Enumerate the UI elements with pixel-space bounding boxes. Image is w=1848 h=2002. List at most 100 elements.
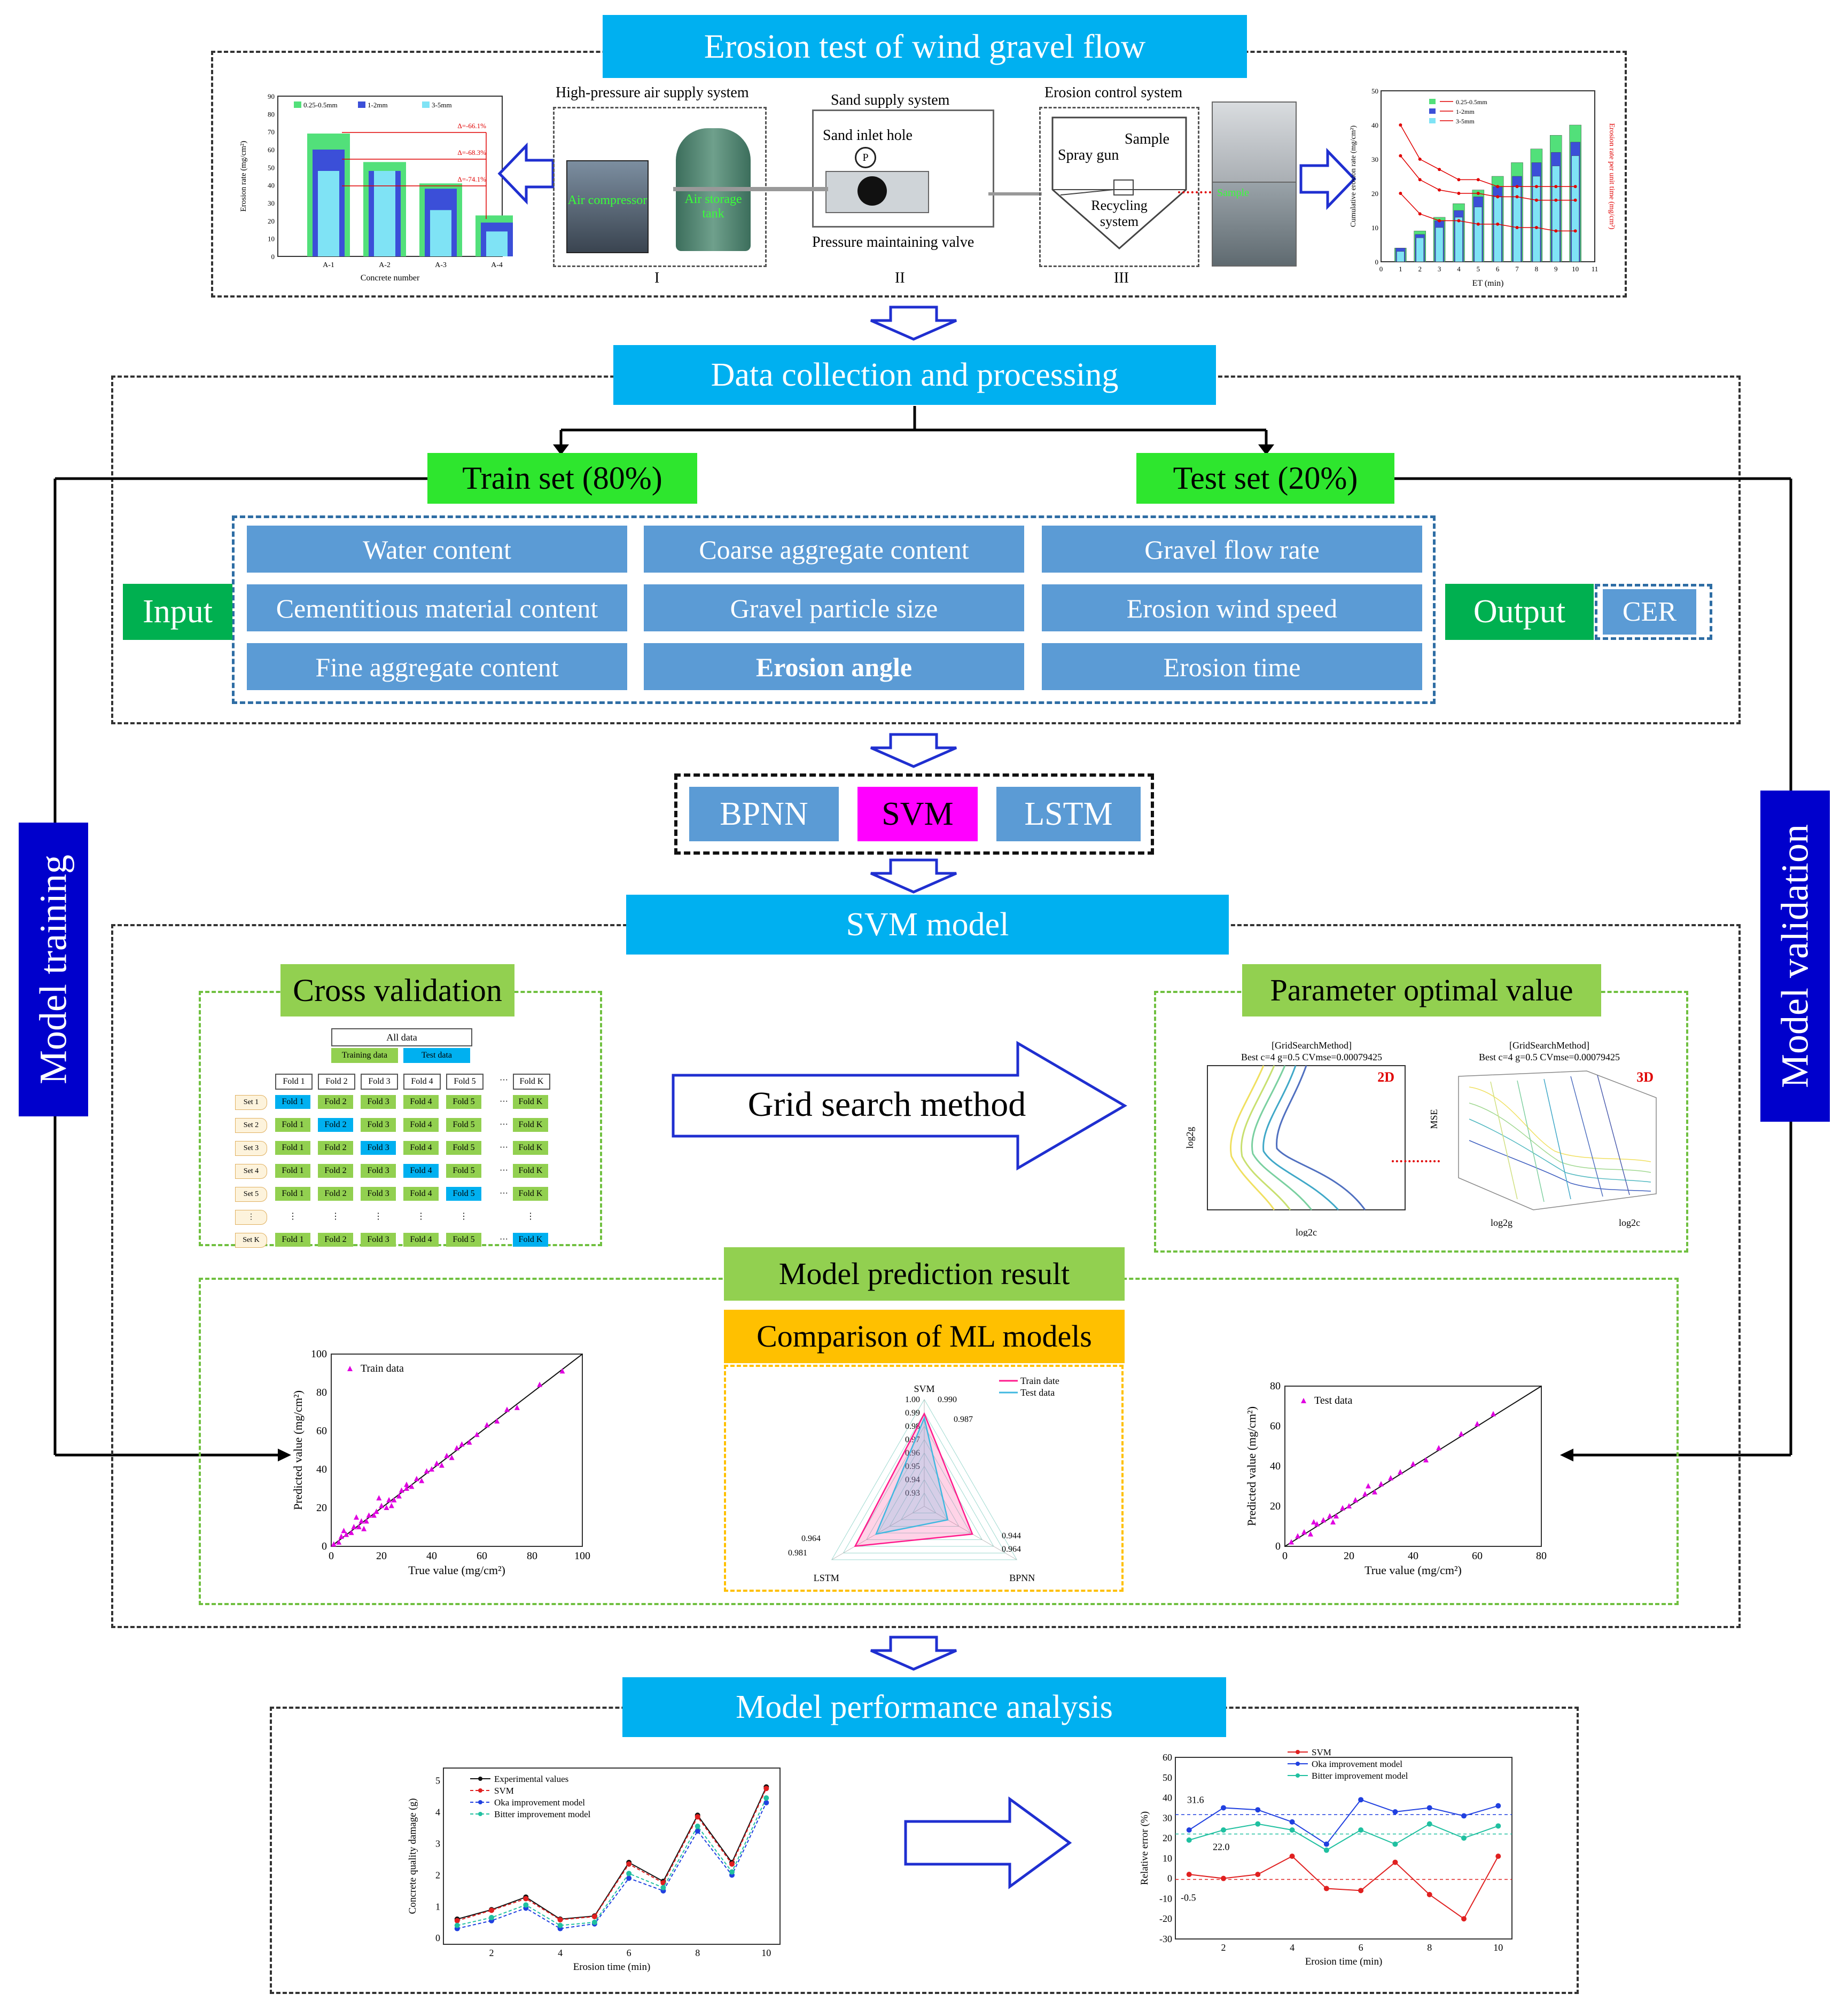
line-legend-marker	[478, 1777, 482, 1781]
fold-train-cell: Fold 3	[361, 1233, 396, 1247]
fold-train-cell: Fold 1	[275, 1164, 310, 1178]
fold-test-cell: Fold 1	[275, 1095, 310, 1109]
left-chart-bar	[374, 171, 395, 256]
line-legend-label: Oka improvement model	[494, 1797, 585, 1808]
scatter-point	[454, 1445, 459, 1451]
line-legend-marker	[1296, 1773, 1300, 1778]
radar-axis-label: LSTM	[814, 1573, 839, 1583]
air-supply-label: High-pressure air supply system	[556, 84, 749, 101]
radar-value-label: 0.944	[1002, 1531, 1021, 1540]
line-chart-ytick: 0	[1167, 1873, 1172, 1884]
scatter-point	[1308, 1531, 1313, 1537]
line-series-point	[1186, 1872, 1192, 1878]
comparison-frame	[724, 1365, 1124, 1592]
line-series-point	[1221, 1827, 1226, 1833]
line-chart-xtick: 4	[558, 1948, 563, 1958]
left-chart-delta: Δ=-68.3%	[457, 148, 486, 157]
left-chart-category: A-4	[491, 261, 503, 269]
fold-train-cell: Fold 5	[446, 1164, 481, 1178]
scatter-point	[459, 1441, 465, 1447]
scatter-point	[1372, 1489, 1377, 1495]
scatter-xlabel: True value (mg/cm²)	[408, 1563, 505, 1577]
sample-label: Sample	[1125, 131, 1169, 147]
radar-rtick: 1.00	[905, 1395, 920, 1404]
scatter-point	[1327, 1513, 1332, 1519]
left-chart-delta: Δ=-74.1%	[457, 175, 486, 183]
scatter-xtick: 20	[1344, 1550, 1354, 1562]
right-chart-legend-swatch	[1429, 99, 1436, 104]
scatter-point	[1311, 1519, 1316, 1524]
left-chart-bar	[318, 171, 339, 256]
right-chart-point	[1496, 222, 1500, 226]
fold-header: Fold 4	[403, 1074, 441, 1090]
line-series-point	[695, 1824, 700, 1829]
fold-train-cell: Fold 3	[361, 1118, 396, 1132]
radar-grid	[843, 1412, 1006, 1553]
right-chart-point	[1515, 226, 1519, 229]
left-chart-category: A-3	[435, 261, 447, 269]
line-series-point	[523, 1896, 529, 1902]
line-series-point	[1461, 1813, 1467, 1819]
fold-train-cell: Fold 4	[403, 1233, 439, 1247]
scatter-axes	[331, 1354, 583, 1547]
left-chart-ytick: 70	[268, 128, 275, 136]
scatter-point	[358, 1518, 364, 1524]
fold-train-cell: Fold 5	[446, 1141, 481, 1155]
right-chart-xtick: 1	[1399, 265, 1402, 273]
line-series-point	[1426, 1805, 1432, 1811]
line-series-point	[489, 1914, 494, 1920]
fold-ellipsis: ⋮	[331, 1212, 340, 1221]
feature-water-content: Water content	[247, 526, 627, 573]
scatter-ylabel: Predicted value (mg/cm²)	[291, 1390, 305, 1510]
scatter-point	[1295, 1533, 1300, 1539]
air-compressor-photo: Air compressor	[566, 160, 649, 253]
left-chart-ytick: 60	[268, 146, 275, 154]
radar-rtick: 0.94	[905, 1475, 920, 1484]
radar-grid	[831, 1398, 1018, 1560]
left-hollow-arrow	[497, 142, 555, 205]
line-series-point	[1358, 1797, 1364, 1803]
scatter-xtick: 0	[1282, 1550, 1288, 1562]
performance-arrow	[904, 1796, 1072, 1889]
scatter-legend-label: Test data	[1314, 1395, 1352, 1406]
fold-ellipsis: ⋮	[459, 1212, 468, 1221]
section-header-erosion-test: Erosion test of wind gravel flow	[603, 15, 1247, 78]
scatter-point	[1362, 1491, 1368, 1497]
left-chart-legend-swatch	[294, 101, 301, 108]
scatter-point	[494, 1418, 500, 1424]
line-legend-marker	[1296, 1762, 1300, 1766]
right-chart-xtick: 8	[1535, 265, 1539, 273]
right-chart-bar	[1435, 227, 1444, 262]
left-chart-xlabel: Concrete number	[361, 273, 420, 283]
red-dotted-pointer	[1178, 191, 1211, 193]
comparison-title: Comparison of ML models	[724, 1310, 1125, 1363]
scatter-ytick: 0	[1275, 1540, 1281, 1552]
line-chart-ytick: 60	[1163, 1752, 1172, 1763]
line-series-point	[1255, 1821, 1261, 1827]
down-arrow-3	[870, 858, 957, 894]
feature-erosion-time: Erosion time	[1042, 643, 1422, 690]
right-chart-xtick: 9	[1554, 265, 1558, 273]
set-label: Set 5	[235, 1187, 267, 1202]
right-chart-point	[1418, 178, 1422, 182]
fold-test-cell: Fold 3	[361, 1141, 396, 1155]
line-series-point	[1426, 1891, 1432, 1897]
erosion-chamber	[1051, 116, 1187, 249]
fold-ellipsis: ···	[500, 1189, 508, 1198]
train-set-box: Train set (80%)	[427, 453, 697, 504]
scatter-point	[396, 1493, 402, 1499]
line-legend-label: SVM	[1312, 1747, 1331, 1757]
right-chart-ytick: 10	[1371, 224, 1378, 232]
right-chart-legend-label: 1-2mm	[1456, 108, 1475, 115]
grid-search-label: Grid search method	[747, 1085, 1026, 1124]
radar-value-label: 0.964	[1002, 1545, 1021, 1554]
right-chart-point	[1418, 212, 1422, 216]
right-chart-xtick: 5	[1477, 265, 1480, 273]
grid-2d-title: [GridSearchMethod]	[1272, 1040, 1352, 1051]
feature-gravel-particle-size: Gravel particle size	[644, 584, 1024, 631]
cross-validation-title: Cross validation	[280, 964, 514, 1016]
erosion-control-box	[1039, 107, 1199, 267]
fold-train-cell: Fold 3	[361, 1095, 396, 1109]
line-chart-ytick: 2	[435, 1870, 440, 1880]
